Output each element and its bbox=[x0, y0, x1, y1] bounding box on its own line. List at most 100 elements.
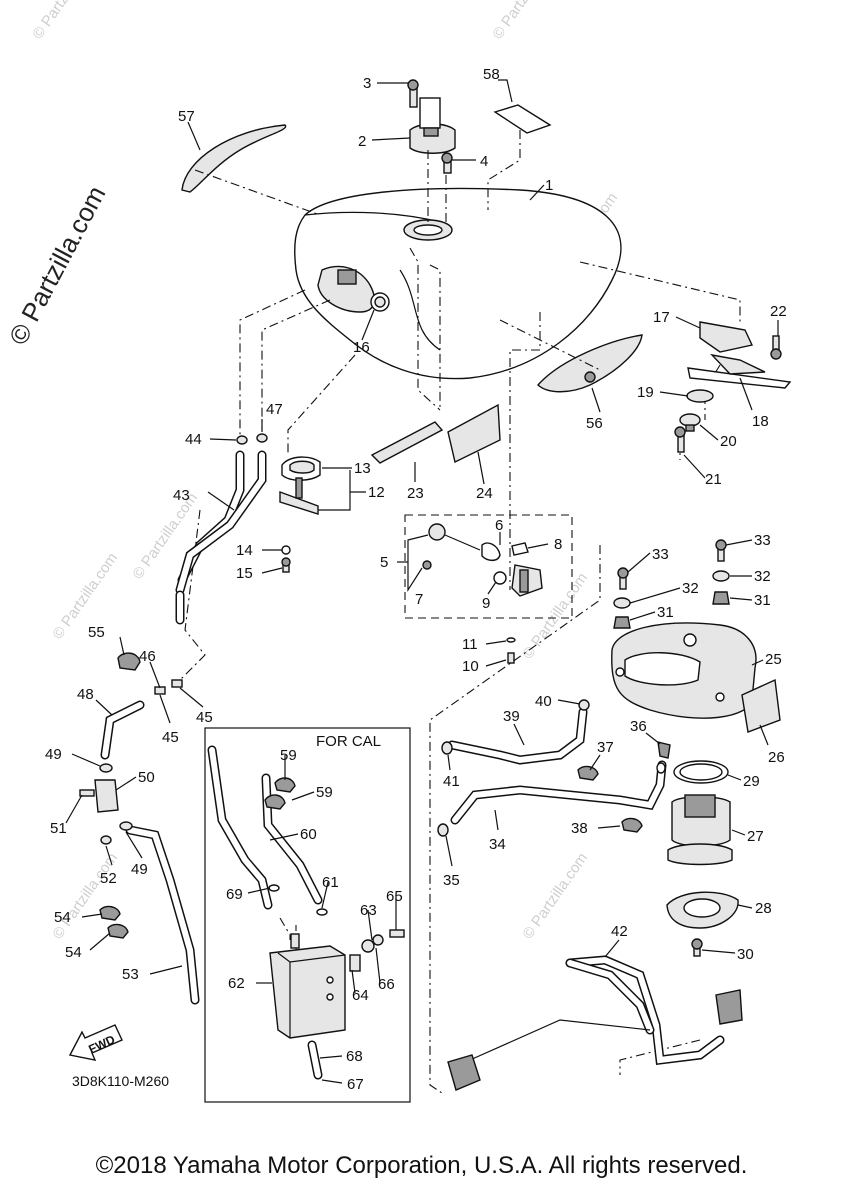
callout-51: 51 bbox=[50, 820, 67, 837]
callout-14: 14 bbox=[236, 542, 253, 559]
callout-63: 63 bbox=[360, 902, 377, 919]
callout-66: 66 bbox=[378, 976, 395, 993]
fuel-pump-group bbox=[611, 539, 781, 957]
callout-11: 11 bbox=[462, 636, 478, 653]
callout-19: 19 bbox=[637, 384, 654, 401]
callout-6: 6 bbox=[495, 517, 503, 534]
callout-15: 15 bbox=[236, 565, 253, 582]
callout-23: 23 bbox=[407, 485, 424, 502]
inset-title: FOR CAL bbox=[316, 733, 381, 750]
callout-37: 37 bbox=[597, 739, 614, 756]
tank-trim-left bbox=[181, 124, 287, 193]
clamps-fittings bbox=[79, 433, 671, 939]
callout-3: 3 bbox=[363, 75, 371, 92]
callout-24: 24 bbox=[476, 485, 493, 502]
callout-53: 53 bbox=[122, 966, 139, 983]
callout-16: 16 bbox=[353, 339, 370, 356]
sender-plate bbox=[279, 456, 321, 573]
callout-28: 28 bbox=[755, 900, 772, 917]
callout-31b: 31 bbox=[754, 592, 771, 609]
callout-49b: 49 bbox=[131, 861, 148, 878]
svg-text:© Partzilla.com: © Partzilla.com bbox=[519, 850, 591, 943]
callout-22: 22 bbox=[770, 303, 787, 320]
callout-34: 34 bbox=[489, 836, 506, 853]
callout-35: 35 bbox=[443, 872, 460, 889]
callout-54b: 54 bbox=[65, 944, 82, 961]
callout-45a: 45 bbox=[162, 729, 179, 746]
callout-7: 7 bbox=[415, 591, 423, 608]
callout-43: 43 bbox=[173, 487, 190, 504]
fuel-hoses bbox=[100, 450, 725, 1080]
callout-56: 56 bbox=[586, 415, 603, 432]
warning-label bbox=[493, 104, 552, 134]
callout-67: 67 bbox=[347, 1076, 364, 1093]
callout-32b: 32 bbox=[754, 568, 771, 585]
svg-text:© Partzilla.com: © Partzilla.com bbox=[29, 0, 101, 42]
copyright-footer: ©2018 Yamaha Motor Corporation, U.S.A. A… bbox=[95, 1152, 748, 1179]
tank-trim-right bbox=[537, 334, 643, 393]
callout-38: 38 bbox=[571, 820, 588, 837]
callout-69: 69 bbox=[226, 886, 243, 903]
callout-47: 47 bbox=[266, 401, 283, 418]
callout-10: 10 bbox=[462, 658, 479, 675]
damper-pad bbox=[447, 403, 501, 464]
forward-arrow: FWD bbox=[68, 1024, 123, 1061]
petcock-group-box bbox=[404, 514, 573, 619]
callout-labels: 1 2 3 4 5 6 7 8 9 10 11 12 13 14 15 16 1… bbox=[45, 66, 787, 1093]
callout-57: 57 bbox=[178, 108, 195, 125]
trim-fastener bbox=[584, 371, 596, 383]
callout-12: 12 bbox=[368, 484, 385, 501]
callout-4: 4 bbox=[480, 153, 488, 170]
callout-21: 21 bbox=[705, 471, 722, 488]
callout-29: 29 bbox=[743, 773, 760, 790]
callout-64: 64 bbox=[352, 987, 369, 1004]
callout-61: 61 bbox=[322, 874, 339, 891]
callout-20: 20 bbox=[720, 433, 737, 450]
california-inset-box bbox=[204, 727, 411, 1103]
callout-5: 5 bbox=[380, 554, 388, 571]
callout-54a: 54 bbox=[54, 909, 71, 926]
callout-50: 50 bbox=[138, 769, 155, 786]
callout-33a: 33 bbox=[652, 546, 669, 563]
callout-25: 25 bbox=[765, 651, 782, 668]
callout-45b: 45 bbox=[196, 709, 213, 726]
callout-32a: 32 bbox=[682, 580, 699, 597]
callout-40: 40 bbox=[535, 693, 552, 710]
callout-44: 44 bbox=[185, 431, 202, 448]
charcoal-canister bbox=[269, 929, 405, 1039]
callout-leaders bbox=[65, 79, 779, 1084]
fuel-cap-assembly bbox=[407, 79, 456, 174]
callout-1: 1 bbox=[545, 177, 553, 194]
callout-33b: 33 bbox=[754, 532, 771, 549]
callout-30: 30 bbox=[737, 946, 754, 963]
tank-bracket-group bbox=[674, 321, 792, 453]
callout-8: 8 bbox=[554, 536, 562, 553]
callout-17: 17 bbox=[653, 309, 670, 326]
svg-text:© Partzilla.com: © Partzilla.com bbox=[489, 0, 561, 42]
callout-48: 48 bbox=[77, 686, 94, 703]
callout-9: 9 bbox=[482, 595, 490, 612]
callout-55: 55 bbox=[88, 624, 105, 641]
svg-text:© Partzilla.com: © Partzilla.com bbox=[49, 550, 121, 643]
callout-2: 2 bbox=[358, 133, 366, 150]
callout-18: 18 bbox=[752, 413, 769, 430]
callout-49a: 49 bbox=[45, 746, 62, 763]
callout-59b: 59 bbox=[316, 784, 333, 801]
wire-harness-connectors bbox=[447, 989, 743, 1091]
callout-58: 58 bbox=[483, 66, 500, 83]
drawing-code: 3D8K110-M260 bbox=[72, 1073, 169, 1089]
petcock-parts bbox=[422, 523, 543, 664]
callout-65: 65 bbox=[386, 888, 403, 905]
callout-46: 46 bbox=[139, 648, 156, 665]
callout-26: 26 bbox=[768, 749, 785, 766]
callout-59a: 59 bbox=[280, 747, 297, 764]
fuel-tank bbox=[294, 187, 622, 380]
callout-60: 60 bbox=[300, 826, 317, 843]
callout-42: 42 bbox=[611, 923, 628, 940]
callout-31a: 31 bbox=[657, 604, 674, 621]
callout-68: 68 bbox=[346, 1048, 363, 1065]
callout-41: 41 bbox=[443, 773, 460, 790]
callout-39: 39 bbox=[503, 708, 520, 725]
callout-27: 27 bbox=[747, 828, 764, 845]
